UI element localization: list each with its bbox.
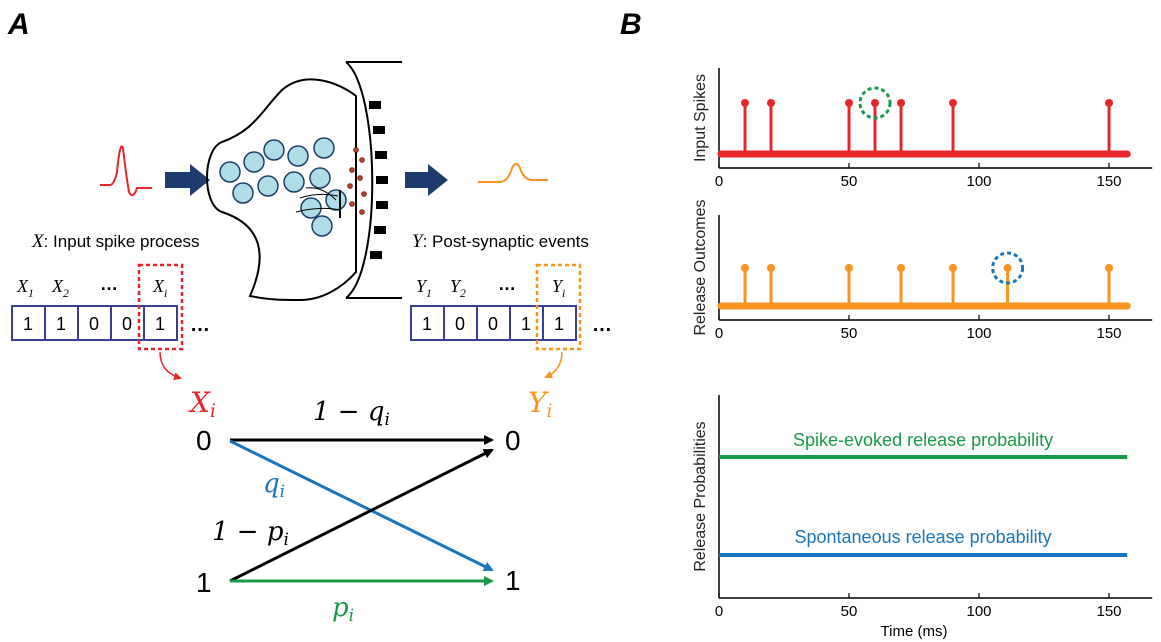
input-block-arrow [165, 164, 210, 196]
chart-1-stem-marker [897, 99, 905, 107]
output-seq-ellipsis: … [592, 314, 612, 336]
output-block-arrow [405, 164, 448, 196]
output-bit-sequence [410, 305, 577, 341]
chart-2-stem-marker [897, 264, 905, 272]
output-event-waveform [478, 163, 548, 183]
y2-label: Y2 [450, 276, 466, 300]
x1-label: X1 [16, 276, 34, 300]
input-bit-2: 1 [56, 314, 66, 334]
edge-0-0-label: 1 − qi [313, 397, 390, 429]
output-bit-1: 1 [422, 314, 432, 334]
input-var: X [31, 231, 45, 252]
output-bit-4: 1 [521, 314, 531, 334]
input-spike-waveform [100, 145, 152, 197]
chart-2-xtick-label: 100 [966, 325, 991, 342]
channel-output-0: 0 [505, 425, 521, 456]
xi-label: Xi [152, 276, 167, 300]
input-pointer-arrow [159, 351, 182, 381]
presynaptic-terminal [206, 78, 357, 302]
chart-1-ylabel: Input Spikes [692, 74, 709, 162]
vesicle-docking-filaments [295, 187, 341, 213]
input-bit-sequence [11, 305, 178, 341]
chart-2-stem-marker [949, 264, 957, 272]
chart-1-stem-marker [949, 99, 957, 107]
chart-3-series-label-2: Spontaneous release probability [795, 527, 1052, 547]
input-bit-5: 1 [155, 314, 165, 334]
input-seq-labels: X1 X2 … Xi [16, 274, 167, 300]
postsynaptic-membrane [345, 61, 402, 299]
chart-1-xtick-label: 0 [715, 173, 723, 190]
output-seq-labels: Y1 Y2 … Yi [416, 274, 565, 300]
chart-3-xtick-label: 150 [1096, 603, 1121, 620]
yi-label: Yi [552, 276, 565, 300]
input-bit-4: 0 [122, 314, 132, 334]
chart-2-highlight-circle [991, 251, 1025, 285]
y-ellipsis-label: … [498, 274, 516, 294]
input-bit-3: 0 [89, 314, 99, 334]
chart-1-stem-marker [1105, 99, 1113, 107]
chart-1-xtick-label: 50 [841, 173, 858, 190]
chart-3-ylabel: Release Probabilities [692, 421, 709, 571]
chart-1-stem-marker [767, 99, 775, 107]
output-bit-5: 1 [554, 314, 564, 334]
output-pointer-arrow [544, 351, 563, 379]
channel-output-1: 1 [505, 565, 521, 596]
input-process-label: X: Input spike process [31, 231, 200, 252]
chart-1-xtick-label: 150 [1096, 173, 1121, 190]
chart-1-stem-marker [871, 99, 879, 107]
synaptic-vesicles [219, 137, 347, 237]
input-highlight-box [137, 263, 184, 351]
chart-1-stem-marker [845, 99, 853, 107]
chart-2-xtick-label: 150 [1096, 325, 1121, 342]
input-process-desc: : Input spike process [44, 232, 200, 251]
chart-1-xtick-label: 100 [966, 173, 991, 190]
edge-0-1-label: qi [263, 469, 285, 501]
x-ellipsis-label: … [100, 274, 118, 294]
neurotransmitter-molecules [347, 147, 367, 215]
chart-2-stem-marker [767, 264, 775, 272]
output-process-label: Y: Post-synaptic events [412, 231, 589, 252]
chart-2-xtick-label: 0 [715, 325, 723, 342]
channel-input-node: Xi [188, 386, 216, 422]
x2-label: X2 [51, 276, 69, 300]
y1-label: Y1 [416, 276, 432, 300]
panel-label-b: B [620, 8, 642, 41]
chart-2-stem-marker [1003, 264, 1012, 272]
edge-1-to-0 [229, 448, 494, 583]
output-bit-3: 0 [488, 314, 498, 334]
channel-input-1: 1 [196, 567, 212, 598]
chart-2-stem-marker [1105, 264, 1113, 272]
chart-2-xtick-label: 50 [841, 325, 858, 342]
edge-1-1-label: pi [332, 593, 354, 625]
channel-output-node: Yi [528, 386, 552, 422]
output-bit-2: 0 [455, 314, 465, 334]
chart-3-xtick-label: 50 [841, 603, 858, 620]
chart-2-stem-marker [845, 264, 853, 272]
output-var: Y [412, 231, 425, 252]
chart-3-series-label-1: Spike-evoked release probability [793, 430, 1053, 450]
chart-2-stem-marker [741, 264, 749, 272]
input-seq-ellipsis: … [190, 314, 210, 336]
chart-3-xlabel: Time (ms) [881, 623, 948, 640]
chart-1-highlight-circle [858, 86, 892, 120]
chart-3-xtick-label: 100 [966, 603, 991, 620]
edge-0-to-1 [229, 439, 494, 572]
input-bit-1: 1 [23, 314, 33, 334]
output-highlight-box [535, 263, 582, 351]
edge-1-0-label: 1 − pi [212, 517, 289, 549]
panel-label-a: A [7, 8, 30, 41]
chart-2-ylabel: Release Outcomes [692, 199, 709, 335]
chart-1-stem-marker [741, 99, 749, 107]
channel-input-0: 0 [196, 425, 212, 456]
receptors [369, 101, 388, 259]
output-process-desc: : Post-synaptic events [423, 232, 589, 251]
chart-3-xtick-label: 0 [715, 603, 723, 620]
